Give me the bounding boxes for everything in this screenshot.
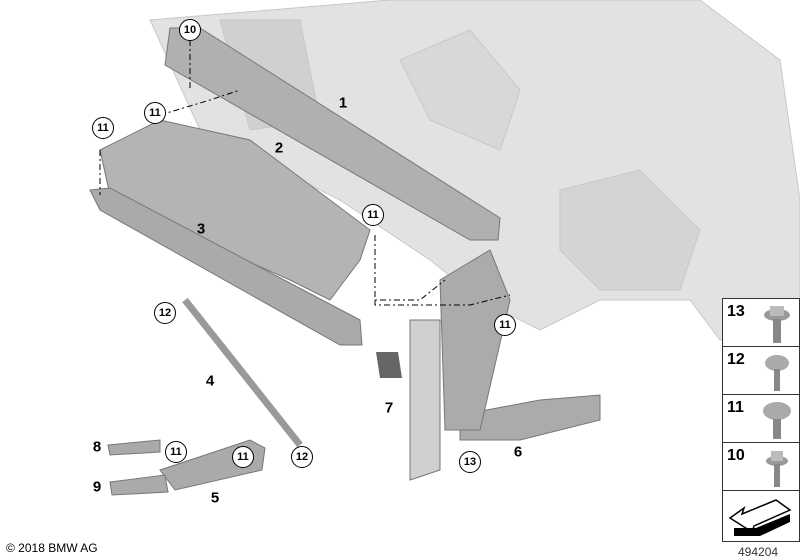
callout-13: 13 <box>459 451 481 473</box>
callout-11: 11 <box>232 446 254 468</box>
callout-12: 12 <box>291 446 313 468</box>
callout-11: 11 <box>362 204 384 226</box>
legend-item-13: 13 <box>723 299 799 347</box>
hex-bolt-icon <box>766 451 788 487</box>
part-label-4: 4 <box>205 372 215 390</box>
dash-lines <box>99 40 511 306</box>
part-4-strut <box>182 297 303 448</box>
callout-12: 12 <box>154 302 176 324</box>
part-label-3: 3 <box>196 220 206 238</box>
part-label-7: 7 <box>384 399 394 417</box>
legend-label: 13 <box>727 303 745 320</box>
part-6-support <box>409 249 601 481</box>
parts-8-9-brackets <box>107 439 169 496</box>
part-label-1: 1 <box>338 94 348 112</box>
legend-label: 11 <box>727 399 744 416</box>
round-head-screw-icon <box>765 355 789 391</box>
legend-item-arrow <box>723 491 799 541</box>
legend-label: 12 <box>727 351 745 368</box>
part-label-6: 6 <box>513 443 523 461</box>
callout-11: 11 <box>144 102 166 124</box>
part-label-9: 9 <box>92 478 102 496</box>
part-7-clip <box>376 352 402 378</box>
legend-item-11: 11 <box>723 395 799 443</box>
part-label-2: 2 <box>274 139 284 157</box>
legend-item-10: 10 <box>723 443 799 491</box>
direction-arrow-icon <box>728 499 792 536</box>
fastener-legend: 13 12 11 10 <box>722 298 800 542</box>
callout-11: 11 <box>494 314 516 336</box>
callout-11: 11 <box>92 117 114 139</box>
flange-bolt-icon <box>764 306 790 343</box>
part-label-8: 8 <box>92 438 102 456</box>
diagram-reference-number: 494204 <box>738 545 779 559</box>
part-label-5: 5 <box>210 489 220 507</box>
callout-10: 10 <box>179 19 201 41</box>
copyright: © 2018 BMW AG <box>6 541 98 555</box>
callout-11: 11 <box>165 441 187 463</box>
legend-item-12: 12 <box>723 347 799 395</box>
part-3-lower-carrier <box>89 187 363 346</box>
pan-head-screw-icon <box>763 402 791 439</box>
legend-label: 10 <box>727 447 745 464</box>
